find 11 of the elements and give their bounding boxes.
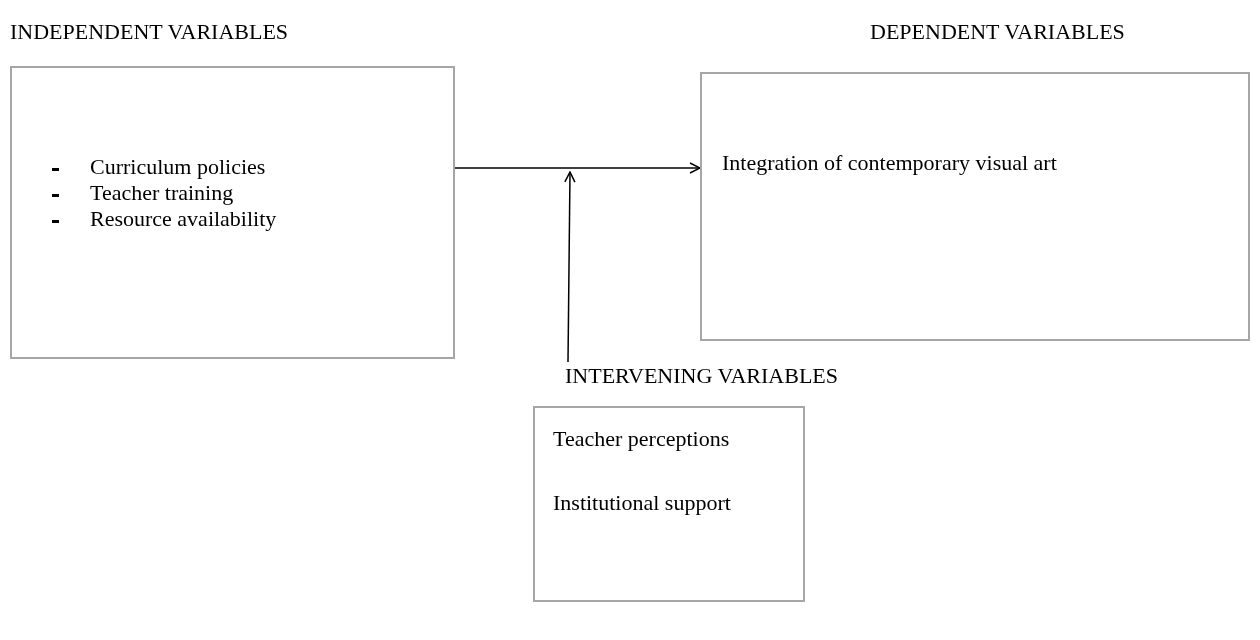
arrow bbox=[454, 162, 701, 174]
arrow bbox=[564, 171, 576, 363]
group-heading: INTERVENING VARIABLES bbox=[565, 362, 839, 390]
variable-item: Institutional support bbox=[553, 490, 731, 516]
group-heading: DEPENDENT VARIABLES bbox=[870, 18, 1125, 46]
variable-item: Curriculum policies bbox=[90, 154, 266, 180]
variable-item: Resource availability bbox=[90, 206, 277, 232]
variable-item: Integration of contemporary visual art bbox=[722, 150, 1057, 176]
variable-item: Teacher training bbox=[90, 180, 234, 206]
variable-item: Teacher perceptions bbox=[553, 426, 730, 452]
group-heading: INDEPENDENT VARIABLES bbox=[10, 18, 289, 46]
